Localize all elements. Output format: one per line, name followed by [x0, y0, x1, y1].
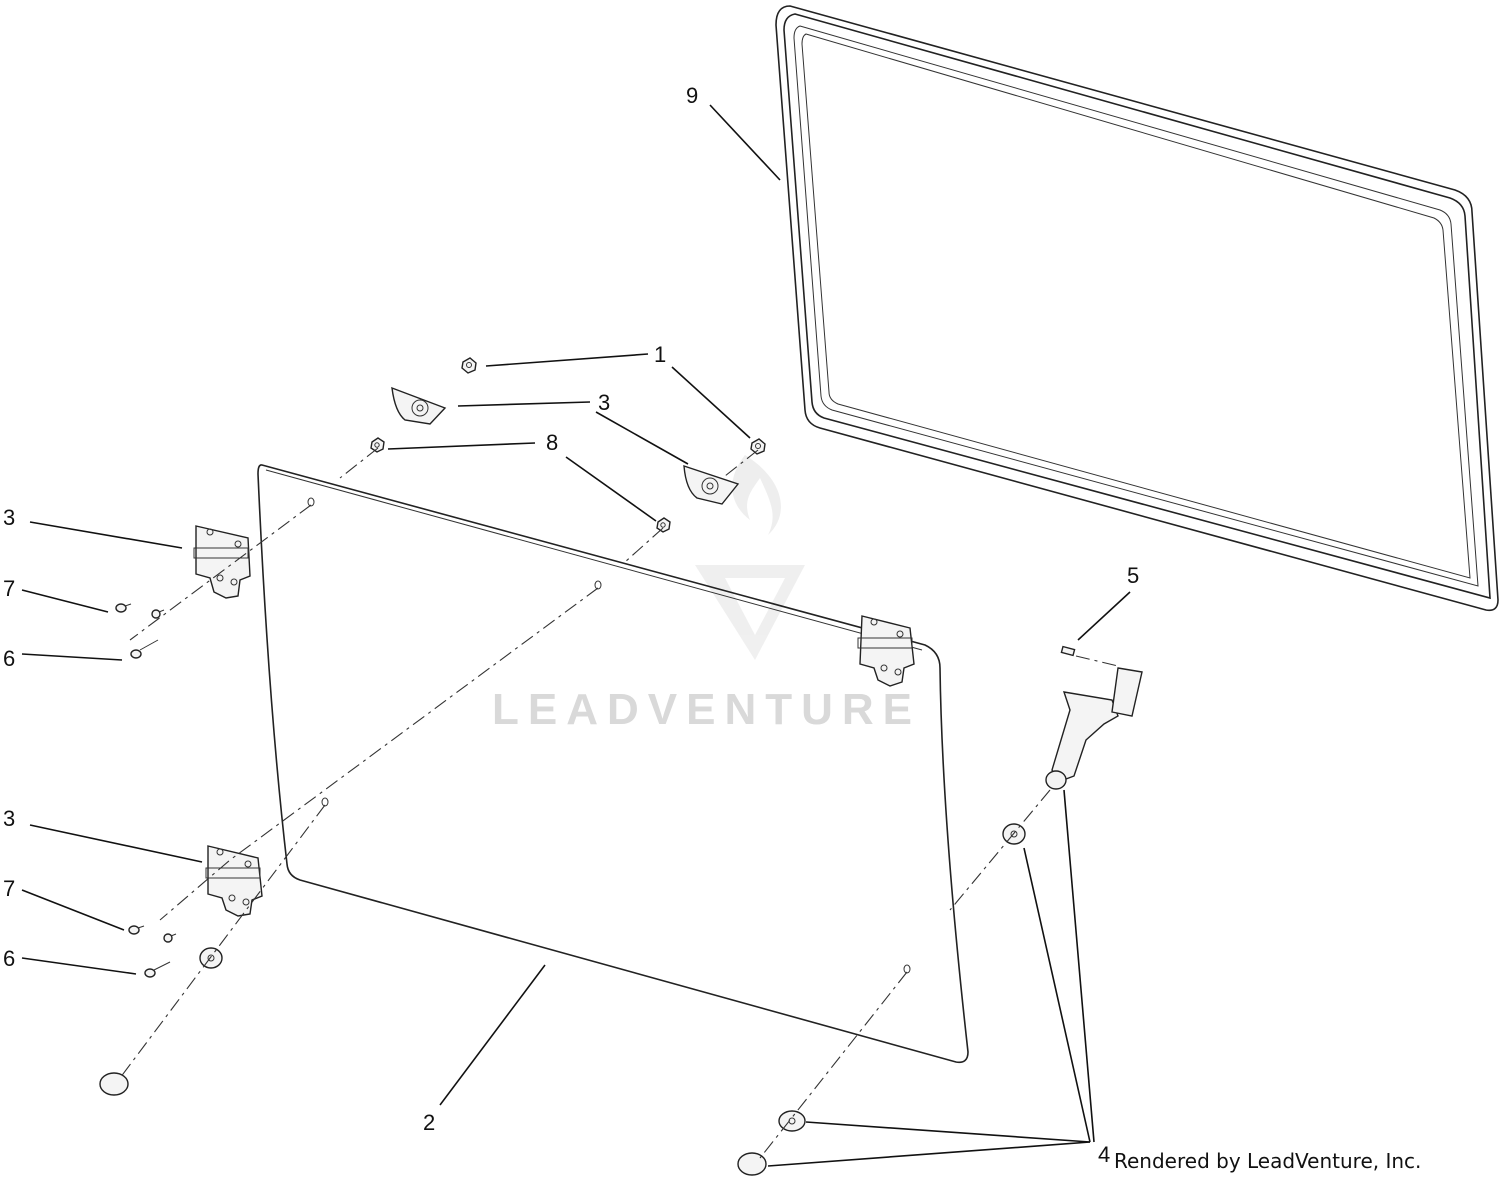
part-3-bracket-left — [391, 386, 447, 425]
part-4-washer-c — [778, 1110, 806, 1132]
watermark-logo — [695, 455, 805, 660]
leader-lines — [21, 104, 1131, 1167]
part-9-seal — [775, 5, 1499, 612]
part-latch-handle — [1045, 667, 1143, 790]
part-6-screw-lower — [144, 961, 171, 978]
callout-8: 8 — [546, 430, 558, 455]
watermark-text: LEADVENTURE — [492, 685, 921, 734]
assembly-axis-lines — [119, 447, 1119, 1159]
callout-3-lower-left: 3 — [3, 806, 15, 831]
part-6-screw-upper — [130, 639, 159, 659]
callout-1: 1 — [654, 342, 666, 367]
callout-2: 2 — [423, 1110, 435, 1135]
callout-3-upper-left: 3 — [3, 505, 15, 530]
part-7-screw-upper-b — [151, 609, 165, 619]
callout-3-top: 3 — [598, 390, 610, 415]
part-1-nut-b — [750, 438, 766, 455]
callout-7-lower: 7 — [3, 876, 15, 901]
part-1-nut-a — [461, 357, 477, 374]
callout-7-upper: 7 — [3, 576, 15, 601]
part-3-bracket-right — [683, 465, 740, 505]
part-3-hinge-upper-left — [193, 525, 251, 599]
part-2-glass-panel — [257, 464, 969, 1064]
callout-5: 5 — [1127, 563, 1139, 588]
callout-9: 9 — [686, 83, 698, 108]
part-3-hinge-right — [857, 615, 915, 687]
part-3-hinge-lower-left — [205, 845, 263, 917]
render-credit: Rendered by LeadVenture, Inc. — [1114, 1149, 1421, 1173]
part-4-knob-right — [737, 1152, 767, 1176]
callout-4: 4 — [1098, 1142, 1110, 1167]
callout-6-lower: 6 — [3, 946, 15, 971]
part-8-nut-a — [370, 437, 385, 453]
callout-6-upper: 6 — [3, 646, 15, 671]
part-7-screw-lower — [128, 925, 145, 935]
part-7-screw-lower-b — [163, 933, 177, 943]
part-7-screw-upper — [115, 603, 132, 613]
part-8-nut-b — [656, 517, 671, 533]
part-5-pin — [1060, 645, 1076, 657]
part-4-washer-b — [199, 947, 223, 969]
part-4-knob-left — [99, 1072, 129, 1096]
